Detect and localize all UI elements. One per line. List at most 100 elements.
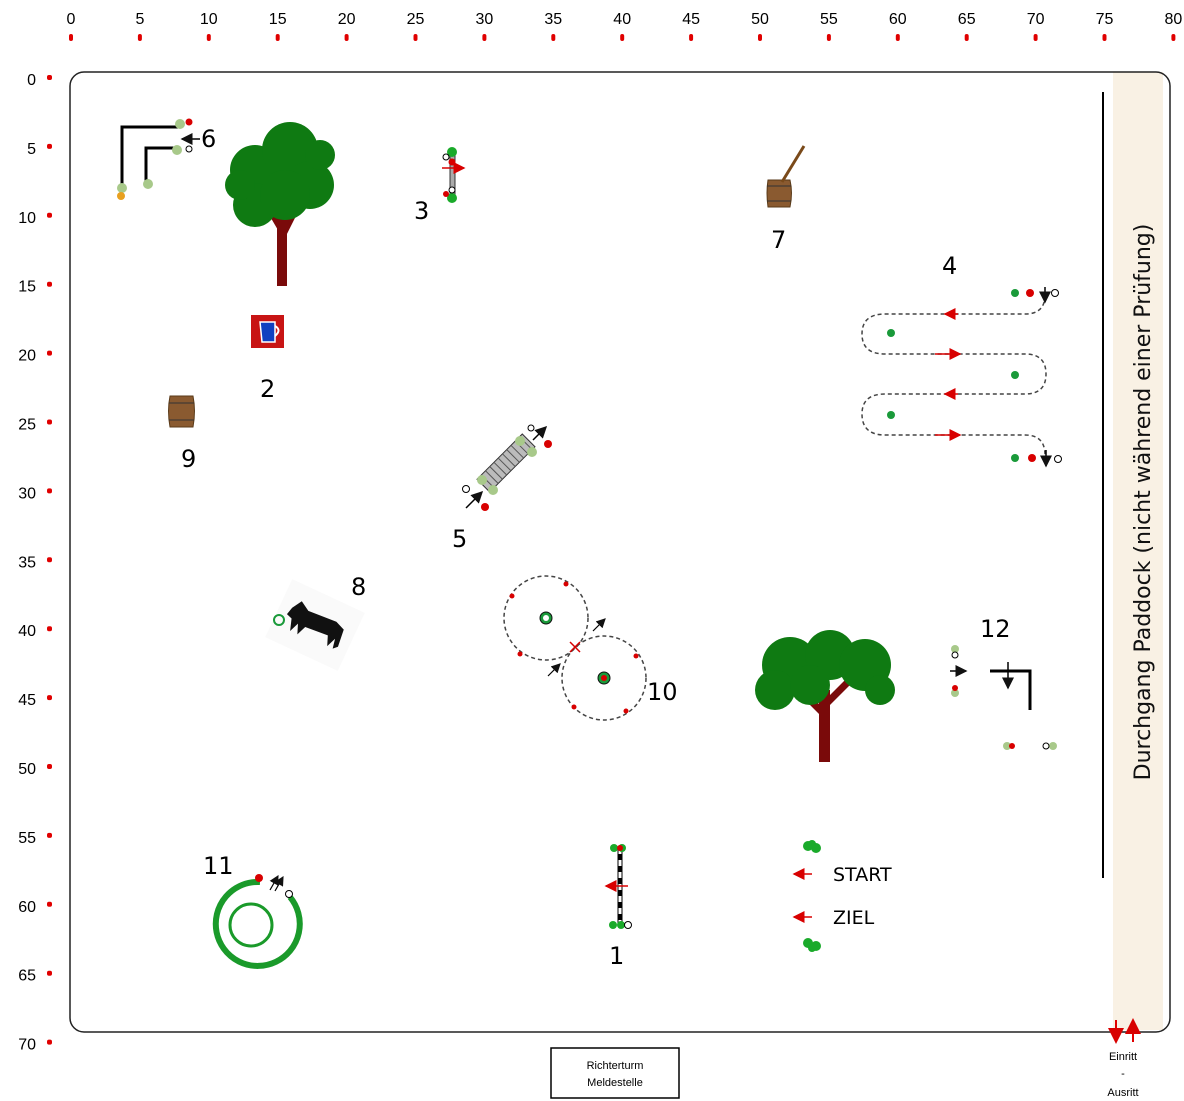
x-tick-label: 55 — [820, 11, 838, 28]
paddock-label: Durchgang Paddock (nicht während einer P… — [1131, 224, 1156, 781]
y-tick-label: 35 — [18, 554, 36, 571]
y-tick-label: 45 — [18, 692, 36, 709]
obstacle-number: 3 — [414, 197, 429, 225]
y-tick-label: 10 — [18, 210, 36, 227]
obstacle-6 — [117, 119, 200, 201]
obstacle-number: 1 — [609, 942, 624, 970]
obstacle-number: 10 — [647, 678, 678, 706]
x-tick-label: 65 — [958, 11, 976, 28]
y-tick-label: 50 — [18, 761, 36, 778]
entrance-line2: - — [1121, 1068, 1125, 1080]
x-tick-mark — [414, 34, 418, 41]
x-tick-mark — [276, 34, 280, 41]
x-tick-mark — [1034, 34, 1038, 41]
x-tick-mark — [689, 34, 693, 41]
x-tick-label: 10 — [200, 11, 218, 28]
x-tick-mark — [482, 34, 486, 41]
x-tick-label: 50 — [751, 11, 769, 28]
obstacle-number: 6 — [201, 125, 216, 153]
judge-box-line2: Meldestelle — [587, 1077, 643, 1089]
y-tick-label: 25 — [18, 417, 36, 434]
y-tick-label: 0 — [27, 72, 36, 89]
x-tick-mark — [827, 34, 831, 41]
obstacle-number: 8 — [351, 573, 366, 601]
obstacle-number: 12 — [980, 615, 1011, 643]
x-tick-mark — [138, 34, 142, 41]
y-tick-mark — [47, 144, 52, 149]
x-tick-label: 75 — [1096, 11, 1114, 28]
y-tick-mark — [47, 902, 52, 907]
x-tick-label: 80 — [1165, 11, 1183, 28]
x-tick-mark — [69, 34, 73, 41]
x-tick-label: 15 — [269, 11, 287, 28]
y-tick-mark — [47, 420, 52, 425]
y-tick-mark — [47, 626, 52, 631]
y-tick-mark — [47, 351, 52, 356]
obstacle-number: 9 — [181, 445, 196, 473]
obstacle-1 — [606, 844, 632, 929]
obstacle-number: 7 — [771, 226, 786, 254]
x-tick-label: 30 — [476, 11, 494, 28]
y-axis: 0 5 10 15 20 25 30 35 40 45 50 55 60 65 70 — [18, 72, 52, 1054]
y-tick-label: 5 — [27, 141, 36, 158]
obstacle-number: 4 — [942, 252, 957, 280]
x-tick-label: 60 — [889, 11, 907, 28]
x-tick-mark — [345, 34, 349, 41]
x-tick-label: 25 — [407, 11, 425, 28]
x-tick-mark — [1171, 34, 1175, 41]
y-tick-label: 70 — [18, 1037, 36, 1054]
y-tick-mark — [47, 764, 52, 769]
x-tick-label: 20 — [338, 11, 356, 28]
obstacle-number: 5 — [452, 525, 467, 553]
tree-icon — [755, 630, 895, 762]
y-tick-mark — [47, 1040, 52, 1045]
entrance-line3: Ausritt — [1107, 1087, 1138, 1099]
y-tick-label: 60 — [18, 899, 36, 916]
y-tick-mark — [47, 213, 52, 218]
y-tick-mark — [47, 971, 52, 976]
obstacle-3 — [442, 147, 464, 203]
obstacle-11 — [216, 874, 300, 966]
y-tick-label: 20 — [18, 348, 36, 365]
entrance-line1: Einritt — [1109, 1051, 1137, 1063]
y-tick-label: 65 — [18, 968, 36, 985]
obstacle-number: 2 — [260, 375, 275, 403]
obstacle-10 — [504, 576, 646, 720]
x-tick-mark — [758, 34, 762, 41]
x-tick-mark — [207, 34, 211, 41]
x-tick-mark — [965, 34, 969, 41]
legend: START ZIEL — [794, 840, 892, 952]
legend-finish: ZIEL — [833, 907, 875, 929]
legend-start: START — [833, 864, 892, 886]
obstacle-4 — [862, 287, 1062, 466]
y-tick-label: 40 — [18, 623, 36, 640]
tree-icon — [225, 122, 335, 286]
obstacle-2 — [251, 315, 284, 348]
y-tick-label: 30 — [18, 485, 36, 502]
obstacle-5 — [463, 425, 553, 511]
x-tick-label: 45 — [682, 11, 700, 28]
x-tick-label: 70 — [1027, 11, 1045, 28]
y-tick-label: 55 — [18, 830, 36, 847]
obstacle-7 — [767, 146, 804, 207]
x-tick-label: 40 — [613, 11, 631, 28]
y-tick-mark — [47, 282, 52, 287]
y-tick-mark — [47, 833, 52, 838]
x-tick-mark — [551, 34, 555, 41]
y-tick-mark — [47, 557, 52, 562]
obstacle-8 — [265, 579, 365, 671]
y-tick-mark — [47, 75, 52, 80]
x-tick-mark — [1103, 34, 1107, 41]
judge-box: Richterturm Meldestelle — [551, 1048, 679, 1098]
obstacle-12 — [950, 645, 1057, 750]
obstacle-9 — [169, 396, 195, 427]
judge-box-line1: Richterturm — [587, 1060, 644, 1072]
obstacle-number: 11 — [203, 852, 234, 880]
y-tick-label: 15 — [18, 279, 36, 296]
x-tick-label: 0 — [67, 11, 76, 28]
x-tick-label: 5 — [135, 11, 144, 28]
x-tick-mark — [620, 34, 624, 41]
x-tick-mark — [896, 34, 900, 41]
